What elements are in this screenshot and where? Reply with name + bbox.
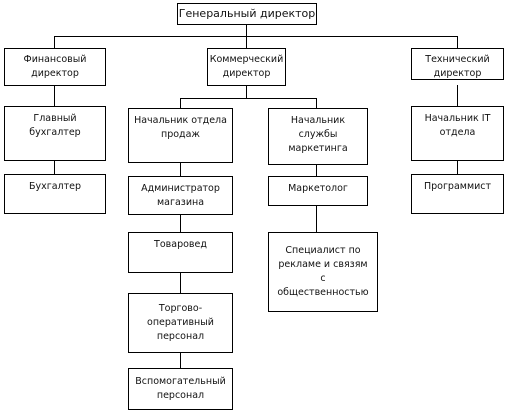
node-general-director: Генеральный директор (177, 3, 317, 25)
node-programmer: Программист (411, 174, 504, 214)
node-sales-head: Начальник отдела продаж (128, 108, 233, 163)
node-support-staff: Вспомогательный персонал (128, 368, 233, 410)
node-commercial-director: Коммерческий директор (207, 48, 286, 86)
node-chief-accountant: Главный бухгалтер (4, 106, 106, 161)
node-accountant: Бухгалтер (4, 174, 106, 214)
node-marketer: Маркетолог (268, 176, 368, 206)
node-merchandiser: Товаровед (128, 232, 233, 273)
node-finance-director: Финансовый директор (4, 48, 106, 86)
node-technical-director: Технический директор (411, 48, 504, 80)
node-sales-staff: Торгово- оперативный персонал (128, 293, 233, 353)
node-marketing-head: Начальник службы маркетинга (268, 108, 368, 165)
node-pr-specialist: Специалист по рекламе и связям с обществ… (268, 232, 378, 312)
node-store-admin: Администратор магазина (128, 176, 233, 215)
node-it-head: Начальник IT отдела (411, 106, 504, 161)
